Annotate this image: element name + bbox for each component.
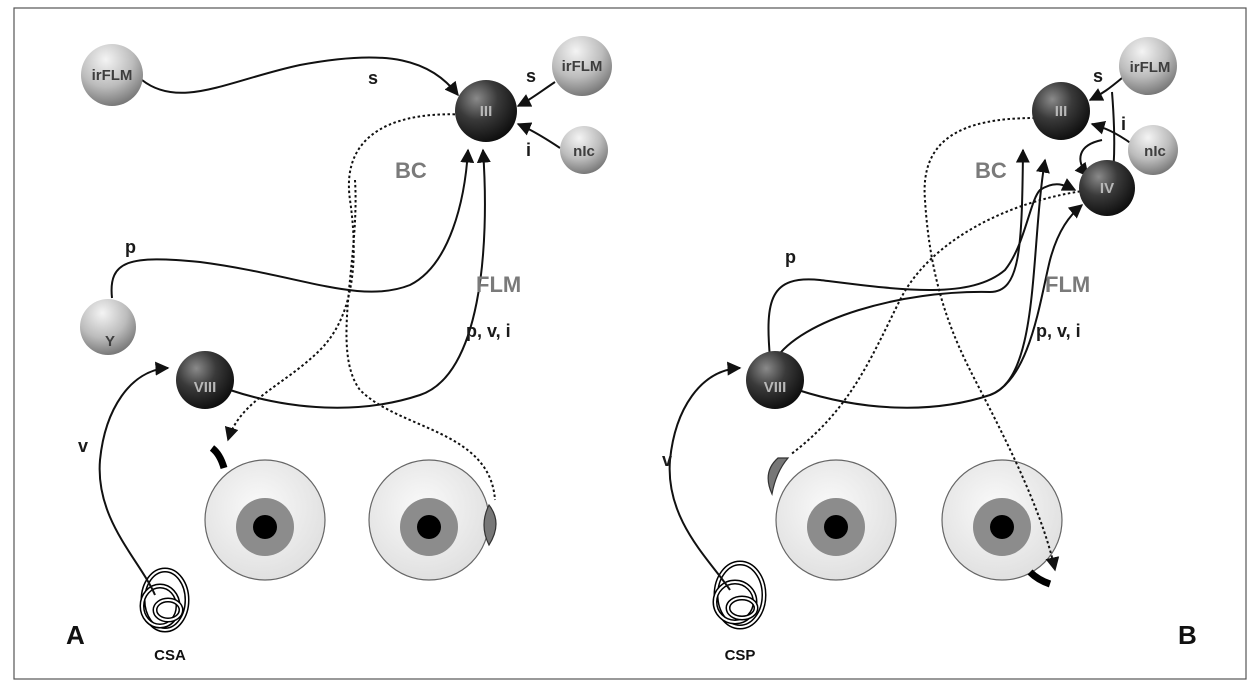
- label-p: p: [125, 237, 136, 257]
- inferior-rectus-insertion: [1027, 569, 1052, 588]
- label-s-left: s: [368, 68, 378, 88]
- inferior-oblique-insertion: [483, 503, 497, 547]
- canal-label: CSA: [154, 647, 186, 664]
- superior-rectus-insertion: [209, 445, 228, 470]
- oculomotor-node: III: [1032, 82, 1090, 140]
- pathway-s-long: [141, 56, 459, 97]
- canal-csa-icon: [139, 567, 190, 633]
- label-flm: FLM: [476, 272, 521, 297]
- svg-text:irFLM: irFLM: [1130, 59, 1171, 76]
- right-eye: [941, 459, 1063, 581]
- panel-b: irFLM III IV nIc VIII s i BC p FLM p, v,…: [662, 37, 1197, 664]
- y-group-node: Y: [80, 299, 136, 355]
- pathway-v: [98, 361, 170, 596]
- nic-node: nIc: [560, 126, 608, 174]
- svg-text:VIII: VIII: [194, 379, 217, 396]
- svg-text:irFLM: irFLM: [562, 58, 603, 75]
- label-i: i: [1121, 114, 1126, 134]
- label-s: s: [1093, 66, 1103, 86]
- irflm-node-left: irFLM: [81, 44, 143, 106]
- pathway-bc-dotted-2: [345, 179, 496, 501]
- label-s-right: s: [526, 66, 536, 86]
- right-eye: [368, 459, 490, 581]
- label-bc: BC: [395, 158, 427, 183]
- left-eye: [775, 459, 897, 581]
- svg-text:nIc: nIc: [1144, 143, 1166, 160]
- label-p: p: [785, 247, 796, 267]
- nic-node: nIc: [1128, 125, 1178, 175]
- superior-oblique-insertion: [767, 457, 790, 496]
- pathway-flm: [229, 148, 491, 409]
- panel-letter: A: [66, 620, 85, 650]
- panel-a: irFLM irFLM III nIc Y VIII s s i BC p FL…: [66, 36, 612, 664]
- pathway-s-short: [516, 81, 556, 107]
- label-flm-components: p, v, i: [1036, 321, 1081, 341]
- pathway-bc-dotted-2: [789, 189, 1091, 456]
- svg-text:VIII: VIII: [764, 379, 787, 396]
- label-flm-components: p, v, i: [466, 321, 511, 341]
- pathway-s: [1088, 77, 1123, 101]
- irflm-node-right: irFLM: [552, 36, 612, 96]
- canal-label: CSP: [725, 647, 756, 664]
- label-i: i: [526, 140, 531, 160]
- svg-text:IV: IV: [1100, 180, 1114, 197]
- left-eye: [204, 459, 326, 581]
- label-flm: FLM: [1045, 272, 1090, 297]
- svg-text:nIc: nIc: [573, 143, 595, 160]
- canal-csp-icon: [712, 560, 767, 630]
- panel-letter: B: [1178, 620, 1197, 650]
- pupil: [824, 515, 848, 539]
- svg-text:irFLM: irFLM: [92, 67, 133, 84]
- pathway-bc-dotted-1: [923, 117, 1060, 572]
- pathway-i: [1090, 121, 1133, 145]
- label-bc: BC: [975, 158, 1007, 183]
- pathway-p: [110, 148, 475, 299]
- pathway-p: [767, 178, 1077, 359]
- vestibular-node: VIII: [746, 351, 804, 409]
- pathway-bc-dotted-1: [224, 113, 471, 442]
- pathway-v: [668, 361, 742, 591]
- pupil: [417, 515, 441, 539]
- svg-text:III: III: [1055, 103, 1068, 120]
- pupil: [253, 515, 277, 539]
- oculomotor-node: III: [455, 80, 517, 142]
- pathway-i: [516, 122, 561, 149]
- pathway-p-up: [774, 148, 1030, 361]
- pupil: [990, 515, 1014, 539]
- irflm-node: irFLM: [1119, 37, 1177, 95]
- trochlear-node: IV: [1079, 160, 1135, 216]
- label-v: v: [78, 436, 88, 456]
- label-v: v: [662, 450, 672, 470]
- svg-text:III: III: [480, 103, 493, 120]
- pathway-flm-iv: [989, 204, 1084, 396]
- vestibular-node: VIII: [176, 351, 234, 409]
- svg-text:Y: Y: [105, 333, 115, 350]
- figure-frame: [13, 7, 1247, 680]
